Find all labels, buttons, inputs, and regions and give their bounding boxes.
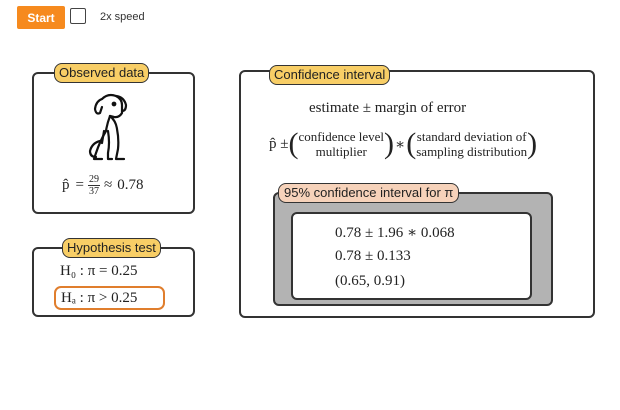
interval-result-title: 95% confidence interval for π xyxy=(278,183,460,203)
observed-data-panel: Observed data p̂ = 29 37 ≈ 0.78 xyxy=(32,63,195,214)
hypothesis-test-panel: Hypothesis test H₀ : π = 0.25 Hₐ : π > 0… xyxy=(32,238,195,317)
null-hypothesis: H₀ : π = 0.25 xyxy=(60,263,138,279)
phat-symbol: p̂ xyxy=(62,177,70,193)
sd-stack: standard deviation of sampling distribut… xyxy=(416,129,527,159)
multiplier-stack: confidence level multiplier xyxy=(298,129,384,159)
interval-line-2: 0.78 ± 0.133 xyxy=(335,248,411,264)
multiplier-bottom: multiplier xyxy=(315,144,367,159)
times-sign: ∗ xyxy=(395,136,406,153)
interval-result-panel: 95% confidence interval for π 0.78 ± 1.9… xyxy=(273,183,553,306)
interval-line-3: (0.65, 0.91) xyxy=(335,273,405,289)
observed-data-title: Observed data xyxy=(54,63,150,83)
approx-sign: ≈ xyxy=(103,177,113,193)
equals-sign: = xyxy=(75,177,84,193)
start-button[interactable]: Start xyxy=(17,6,65,29)
sd-group: ( standard deviation of sampling distrib… xyxy=(406,127,538,160)
speed-checkbox[interactable] xyxy=(70,8,86,24)
multiplier-top: confidence level xyxy=(298,129,385,144)
phat-pm: p̂ ± xyxy=(269,135,289,152)
fraction-denominator: 37 xyxy=(88,186,99,197)
sd-top: standard deviation of xyxy=(416,129,527,144)
approx-value: 0.78 xyxy=(117,177,144,193)
interval-formula: p̂ ± ( confidence level multiplier ) ∗ (… xyxy=(269,127,538,160)
confidence-interval-panel: Confidence interval estimate ± margin of… xyxy=(239,65,595,318)
proportion-fraction: 29 37 xyxy=(87,174,100,197)
interval-line-1: 0.78 ± 1.96 ∗ 0.068 xyxy=(335,225,455,241)
alternative-hypothesis[interactable]: Hₐ : π > 0.25 xyxy=(54,286,165,310)
observed-proportion: p̂ = 29 37 ≈ 0.78 xyxy=(62,174,143,197)
interval-result-box: 0.78 ± 1.96 ∗ 0.068 0.78 ± 0.133 (0.65, … xyxy=(291,212,532,300)
sd-bottom: sampling distribution xyxy=(416,144,528,159)
dog-icon xyxy=(88,93,128,161)
multiplier-group: ( confidence level multiplier ) xyxy=(288,127,395,160)
estimate-formula: estimate ± margin of error xyxy=(309,100,467,116)
confidence-interval-title: Confidence interval xyxy=(269,65,391,85)
fraction-numerator: 29 xyxy=(87,174,100,186)
hypothesis-test-title: Hypothesis test xyxy=(62,238,161,258)
speed-label: 2x speed xyxy=(100,11,145,23)
